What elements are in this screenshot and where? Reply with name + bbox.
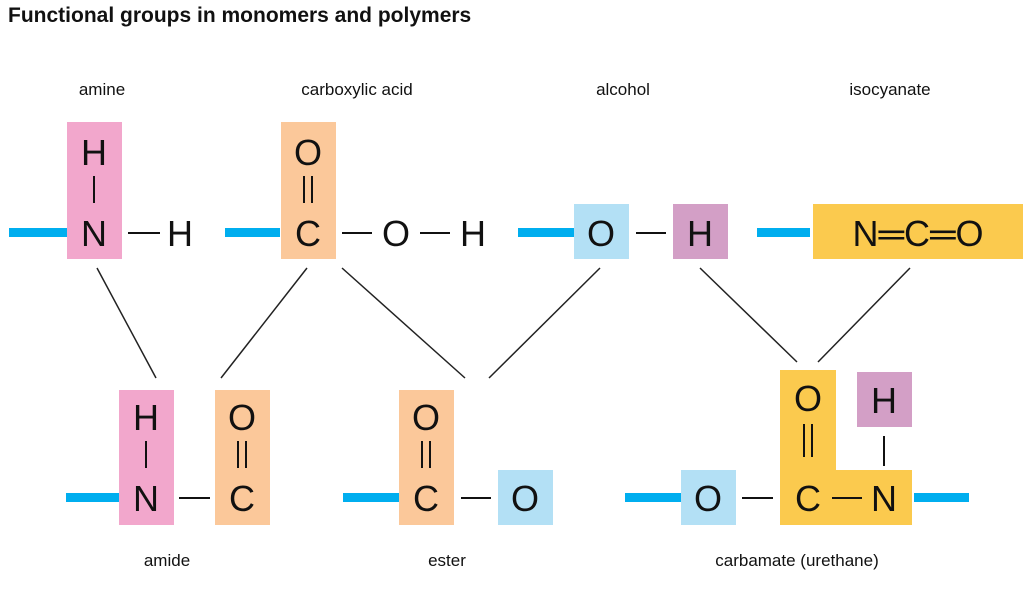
alcohol-group: O H — [518, 204, 728, 259]
bond-stub-icon — [914, 493, 969, 502]
bond-stub-icon — [518, 228, 574, 237]
carbamate-o2-atom: O — [794, 378, 822, 419]
amine-h-atom: H — [81, 132, 107, 173]
ester-group: O C O — [343, 390, 553, 525]
acid-co-box — [281, 122, 336, 259]
label-alcohol: alcohol — [596, 80, 650, 99]
carbamate-c-atom: C — [795, 478, 821, 519]
alcohol-o-atom: O — [587, 213, 615, 254]
acid-o-atom: O — [294, 132, 322, 173]
carbamate-h-box — [857, 372, 912, 427]
bond-stub-icon — [9, 228, 69, 237]
acid-h-atom: H — [460, 213, 486, 254]
label-amide: amide — [144, 551, 190, 570]
ester-o2-atom: O — [511, 478, 539, 519]
amide-co-box — [215, 390, 270, 525]
bond-stub-icon — [625, 493, 681, 502]
alcohol-h-box — [673, 204, 728, 259]
connector-acid-amide — [220, 267, 308, 379]
page-title: Functional groups in monomers and polyme… — [8, 4, 472, 27]
alcohol-o-box — [574, 204, 629, 259]
amine-group: H N H — [9, 122, 193, 259]
label-isocyanate: isocyanate — [849, 80, 930, 99]
amide-o-atom: O — [228, 397, 256, 438]
isocyanate-group: N═C═O — [757, 204, 1023, 259]
ester-co-box — [399, 390, 454, 525]
connector-isocyanate-carbamate — [817, 267, 911, 363]
amide-h-atom: H — [133, 397, 159, 438]
carbamate-o-box — [681, 470, 736, 525]
label-amine: amine — [79, 80, 125, 99]
ester-o2-box — [498, 470, 553, 525]
connector-amine-amide — [96, 267, 157, 379]
bond-stub-icon — [66, 493, 119, 502]
connector-lines — [96, 267, 911, 379]
amide-c-atom: C — [229, 478, 255, 519]
amide-n-atom: N — [133, 478, 159, 519]
bond-stub-icon — [225, 228, 280, 237]
alcohol-h-atom: H — [687, 213, 713, 254]
acid-c-atom: C — [295, 213, 321, 254]
amide-group: H N O C — [66, 390, 270, 525]
bond-stub-icon — [343, 493, 399, 502]
connector-acid-ester — [341, 267, 466, 379]
label-ester: ester — [428, 551, 466, 570]
connector-alcohol-ester — [488, 267, 601, 379]
label-carbamate: carbamate (urethane) — [715, 551, 878, 570]
ester-o-atom: O — [412, 397, 440, 438]
label-carboxylic-acid: carboxylic acid — [301, 80, 413, 99]
amine-n-atom: N — [81, 213, 107, 254]
carboxylic-acid-group: O C O H — [225, 122, 486, 259]
carbamate-o-atom: O — [694, 478, 722, 519]
amine-h2-atom: H — [167, 213, 193, 254]
ester-c-atom: C — [413, 478, 439, 519]
acid-o2-atom: O — [382, 213, 410, 254]
connector-alcohol-carbamate — [699, 267, 798, 363]
carbamate-group: O O C N H — [625, 370, 969, 525]
carbamate-h-atom: H — [871, 380, 897, 421]
bond-stub-icon — [757, 228, 810, 237]
carbamate-l-box — [780, 370, 912, 525]
isocyanate-nco-box — [813, 204, 1023, 259]
carbamate-n-atom: N — [871, 478, 897, 519]
isocyanate-nco-text: N═C═O — [852, 213, 983, 254]
